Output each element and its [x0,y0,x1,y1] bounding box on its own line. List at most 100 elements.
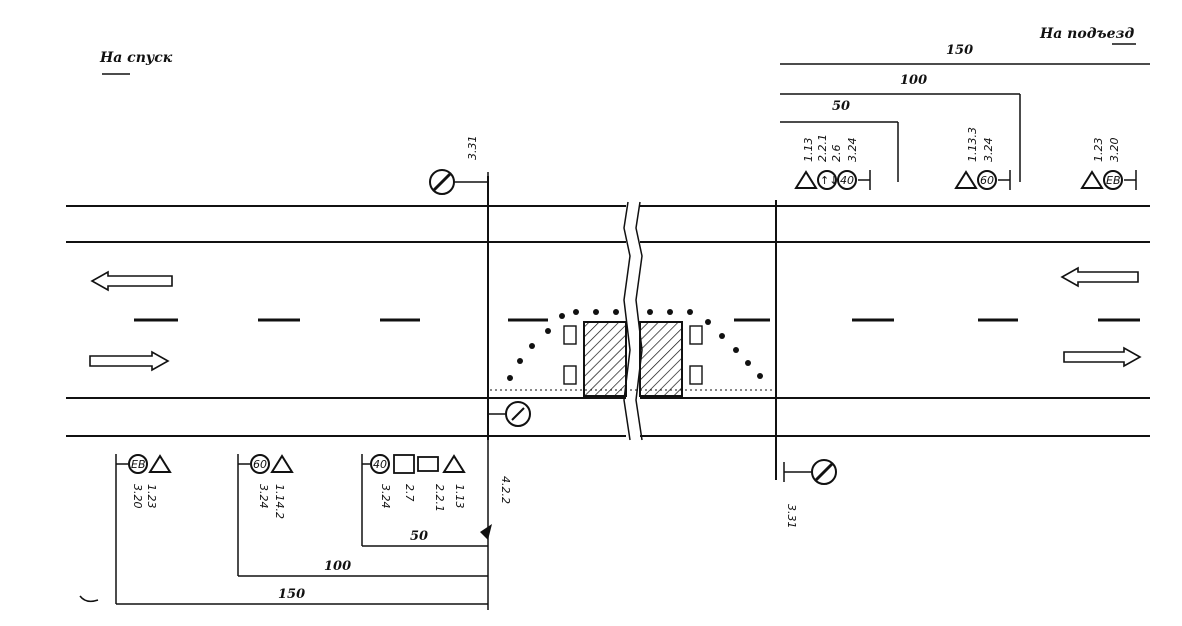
dimension-label: 100 [324,559,351,574]
arrow-left-icon [90,270,173,292]
cone-taper-left [507,309,619,381]
sign-group-bottom-near: 40 1.13 2.2.1 2.7 3.24 [361,454,466,546]
priority-sign-icon [817,170,837,190]
cone-icon [647,309,653,315]
svg-text:2.7: 2.7 [403,484,416,502]
speed-limit-icon [250,454,270,474]
sign-keep-right: 4.2.2 [487,401,531,504]
break-line-left [623,201,631,441]
svg-text:3.24: 3.24 [982,138,995,163]
sign-group-bottom-mid: 60 1.14.2 3.24 [237,454,294,519]
svg-text:1.13: 1.13 [453,484,466,509]
dimension-label: 100 [900,73,927,88]
scan-mark [79,595,99,603]
right-direction-caption: На подъезд [1039,26,1136,45]
svg-text:60: 60 [980,174,994,187]
svg-text:ЕВ: ЕВ [131,458,146,471]
svg-text:3.24: 3.24 [846,138,859,163]
svg-text:1.23: 1.23 [1092,138,1105,163]
priority-plate-icon [393,454,415,474]
top-dimensions: 150 100 50 [780,43,1150,182]
work-area-right [639,321,683,397]
sign-end-restrictions-top: 3.31 [429,136,489,195]
traffic-arrows [89,266,1142,372]
svg-text:40: 40 [840,174,854,187]
svg-text:3.24: 3.24 [379,484,392,509]
warning-triangle-icon [794,170,818,189]
barrier-icon [563,325,577,345]
svg-text:3.20: 3.20 [131,484,144,509]
sign-label: 3.31 [466,136,479,161]
cone-icon [719,333,725,339]
warning-triangle-icon [442,454,466,473]
cone-icon [593,309,599,315]
road [66,201,1150,441]
cone-icon [733,347,739,353]
barrier-icon [689,365,703,385]
cone-icon [705,319,711,325]
work-area [583,321,683,397]
sign-group-bottom-far: ЕВ 1.23 3.20 [115,454,172,509]
warning-triangle-icon [1080,170,1104,189]
dimension-label: 50 [832,99,850,114]
barrier-icon [563,365,577,385]
arrow-right-icon [1063,346,1142,368]
dimension-label: 150 [946,43,973,58]
svg-text:1.13.3: 1.13.3 [966,127,979,162]
sign-label: 4.2.2 [499,476,512,504]
work-area-left [583,321,627,397]
right-direction-text: На подъезд [1039,26,1134,42]
cone-icon [545,328,551,334]
barrier-icon [689,325,703,345]
cone-icon [573,309,579,315]
cone-icon [559,313,565,319]
cone-icon [517,358,523,364]
svg-text:1.14.2: 1.14.2 [273,484,286,519]
speed-limit-icon [837,170,857,190]
keep-right-icon [505,401,531,427]
left-direction-caption: На спуск [99,50,173,75]
svg-text:2.2.1: 2.2.1 [816,134,829,162]
no-overtaking-icon [128,454,148,474]
cone-icon [687,309,693,315]
sign-label: 3.31 [785,504,798,529]
speed-limit-icon [370,454,390,474]
zone-boundaries [487,176,777,480]
svg-text:2.6: 2.6 [830,145,843,163]
cone-icon [507,375,513,381]
end-restrictions-icon [811,459,837,485]
warning-triangle-icon [954,170,978,189]
cone-icon [529,343,535,349]
cone-icon [745,360,751,366]
arrow-left-icon [1060,266,1139,288]
svg-text:40: 40 [373,458,387,471]
barriers [563,325,703,385]
dimension-arrow-icon [480,524,492,540]
no-overtaking-icon [1103,170,1123,190]
break-line-right [635,201,643,441]
warning-triangle-icon [148,454,172,473]
sign-end-restrictions-bottom: 3.31 [783,459,837,529]
arrow-right-icon [89,350,170,372]
svg-text:↑↓: ↑↓ [820,174,838,187]
speed-limit-icon [977,170,997,190]
svg-text:ЕВ: ЕВ [1106,174,1121,187]
svg-text:3.24: 3.24 [257,484,270,509]
cone-icon [667,309,673,315]
warning-triangle-icon [270,454,294,473]
bottom-dimensions: 50 100 150 [79,440,492,610]
svg-text:1.23: 1.23 [145,484,158,509]
svg-text:1.13: 1.13 [802,138,815,163]
cone-icon [613,309,619,315]
dimension-label: 150 [278,587,305,602]
cone-taper-right [647,309,763,379]
sign-group-top-mid: 60 1.13.3 3.24 [954,127,1011,190]
sign-group-top-near: ↑↓ 40 1.13 2.2.1 2.6 3.24 [794,134,871,190]
cone-icon [757,373,763,379]
svg-text:3.20: 3.20 [1108,138,1121,163]
sign-group-top-far: ЕВ 1.23 3.20 [1080,138,1137,190]
left-direction-text: На спуск [99,50,173,66]
road-narrowing-plate-icon [417,456,439,472]
svg-text:2.2.1: 2.2.1 [433,484,446,512]
